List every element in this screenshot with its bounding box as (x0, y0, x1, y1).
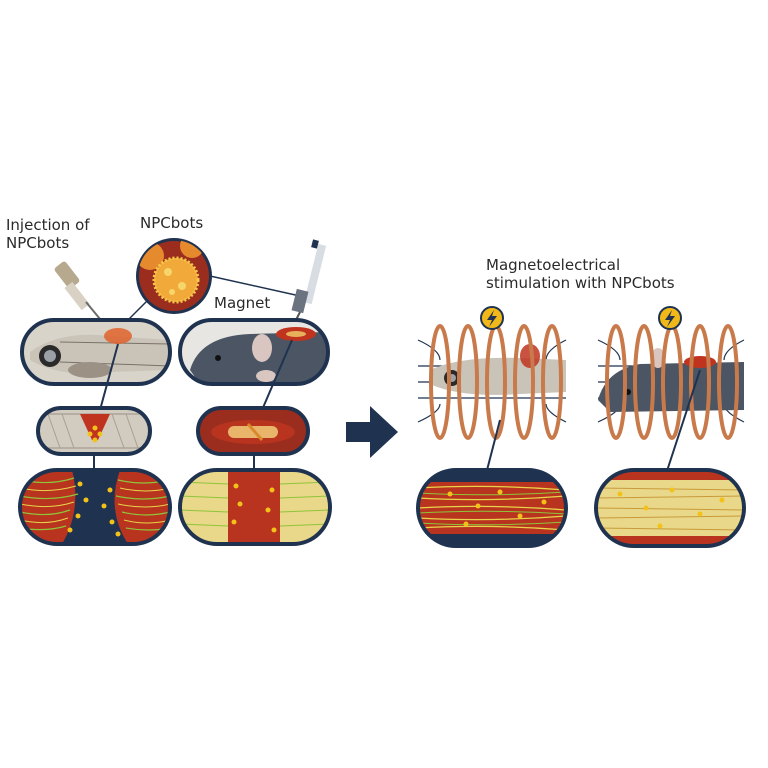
mouse-tissue-before (180, 470, 330, 544)
arrow-right-icon (346, 406, 398, 458)
mouse-coil-stimulation (598, 326, 744, 438)
zebrafish-injury-site (38, 408, 150, 454)
zebrafish-tissue-before (20, 470, 170, 544)
mouse-injury-site (198, 408, 308, 454)
zebrafish-tissue-after (418, 470, 566, 546)
mouse-whole-view (180, 320, 330, 384)
lightning-bolt-icon (659, 307, 681, 329)
mouse-tissue-after (596, 470, 744, 546)
mouse-ear (252, 334, 272, 362)
zebrafish-whole-view (22, 320, 170, 384)
npcbots-connector-line (210, 276, 300, 296)
zebrafish-coil-stimulation (418, 326, 566, 438)
npcbots-magnified-view (136, 234, 212, 314)
lightning-bolt-icon (481, 307, 503, 329)
